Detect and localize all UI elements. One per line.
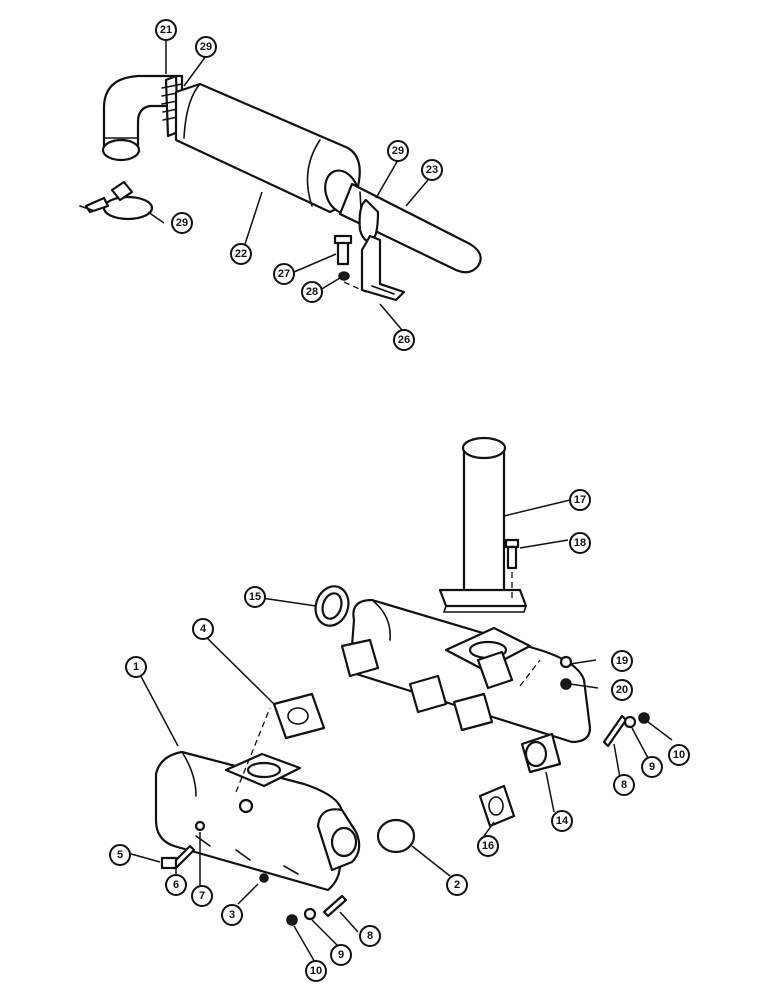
- svg-text:20: 20: [616, 684, 628, 696]
- front-manifold: [154, 750, 361, 892]
- muffler-body: [174, 82, 361, 215]
- svg-text:4: 4: [200, 623, 207, 635]
- manifold-gasket-4: [272, 692, 326, 740]
- svg-text:10: 10: [310, 965, 322, 977]
- bolt-dash-line: [343, 281, 367, 293]
- front-hardware: [160, 820, 348, 926]
- svg-text:29: 29: [392, 145, 404, 157]
- svg-text:15: 15: [249, 591, 261, 603]
- svg-text:28: 28: [306, 286, 318, 298]
- svg-text:7: 7: [199, 890, 205, 902]
- svg-text:27: 27: [278, 268, 290, 280]
- svg-text:19: 19: [616, 655, 628, 667]
- svg-text:3: 3: [229, 909, 235, 921]
- elbow-pipe: [101, 74, 184, 162]
- svg-text:22: 22: [235, 248, 247, 260]
- bracket-bolt: [333, 234, 353, 266]
- svg-text:5: 5: [117, 849, 123, 861]
- callout-22: 22: [230, 243, 252, 265]
- svg-text:8: 8: [621, 779, 627, 791]
- callout-3: 3: [221, 904, 243, 926]
- callout-29: 29: [387, 140, 409, 162]
- manifold-assembly: [154, 436, 650, 926]
- svg-text:6: 6: [173, 879, 179, 891]
- callout-9: 9: [330, 944, 352, 966]
- svg-text:2: 2: [454, 879, 460, 891]
- svg-text:14: 14: [556, 815, 569, 827]
- svg-text:8: 8: [367, 930, 373, 942]
- svg-text:23: 23: [426, 164, 438, 176]
- callout-18: 18: [569, 532, 591, 554]
- callout-10: 10: [668, 744, 690, 766]
- callout-1: 1: [125, 656, 147, 678]
- callout-23: 23: [421, 159, 443, 181]
- callout-4: 4: [192, 618, 214, 640]
- svg-text:18: 18: [574, 537, 586, 549]
- callout-27: 27: [273, 263, 295, 285]
- rear-hardware: [559, 655, 650, 748]
- callouts: 21 29 29 22 29 23 27 28 26 17 18 15 4 1 …: [109, 19, 690, 982]
- callout-8: 8: [613, 774, 635, 796]
- loose-clamp: [79, 180, 154, 221]
- callout-5: 5: [109, 844, 131, 866]
- callout-6: 6: [165, 874, 187, 896]
- callout-29: 29: [171, 212, 193, 234]
- ring-seal: [314, 585, 350, 627]
- callout-16: 16: [477, 835, 499, 857]
- callout-21: 21: [155, 19, 177, 41]
- callout-28: 28: [301, 281, 323, 303]
- callout-15: 15: [244, 586, 266, 608]
- svg-text:10: 10: [673, 749, 685, 761]
- callout-26: 26: [393, 329, 415, 351]
- gasket-dash-line: [235, 707, 271, 793]
- cap-plug: [376, 818, 416, 854]
- svg-text:16: 16: [482, 840, 494, 852]
- svg-text:9: 9: [338, 949, 344, 961]
- callout-29: 29: [195, 36, 217, 58]
- callout-9: 9: [641, 756, 663, 778]
- svg-text:17: 17: [574, 494, 586, 506]
- callout-8: 8: [359, 925, 381, 947]
- svg-text:9: 9: [649, 761, 655, 773]
- manifold-dash-line: [519, 659, 541, 687]
- svg-text:1: 1: [133, 661, 139, 673]
- bracket-washer: [338, 271, 350, 281]
- callout-19: 19: [611, 650, 633, 672]
- muffler-assembly: [79, 74, 482, 302]
- callout-10: 10: [305, 960, 327, 982]
- svg-text:29: 29: [176, 217, 188, 229]
- rear-manifold: [340, 598, 592, 774]
- callout-17: 17: [569, 489, 591, 511]
- stack-bolt: [504, 538, 520, 570]
- callout-14: 14: [551, 810, 573, 832]
- support-bracket: [360, 234, 406, 302]
- callout-2: 2: [446, 874, 468, 896]
- manifold-gasket-16: [476, 650, 516, 828]
- svg-text:26: 26: [398, 334, 410, 346]
- tail-pipe-clamp: [358, 198, 380, 242]
- callout-7: 7: [191, 885, 213, 907]
- svg-text:29: 29: [200, 41, 212, 53]
- stack-pipe: [438, 436, 528, 613]
- svg-text:21: 21: [160, 24, 172, 36]
- callout-20: 20: [611, 679, 633, 701]
